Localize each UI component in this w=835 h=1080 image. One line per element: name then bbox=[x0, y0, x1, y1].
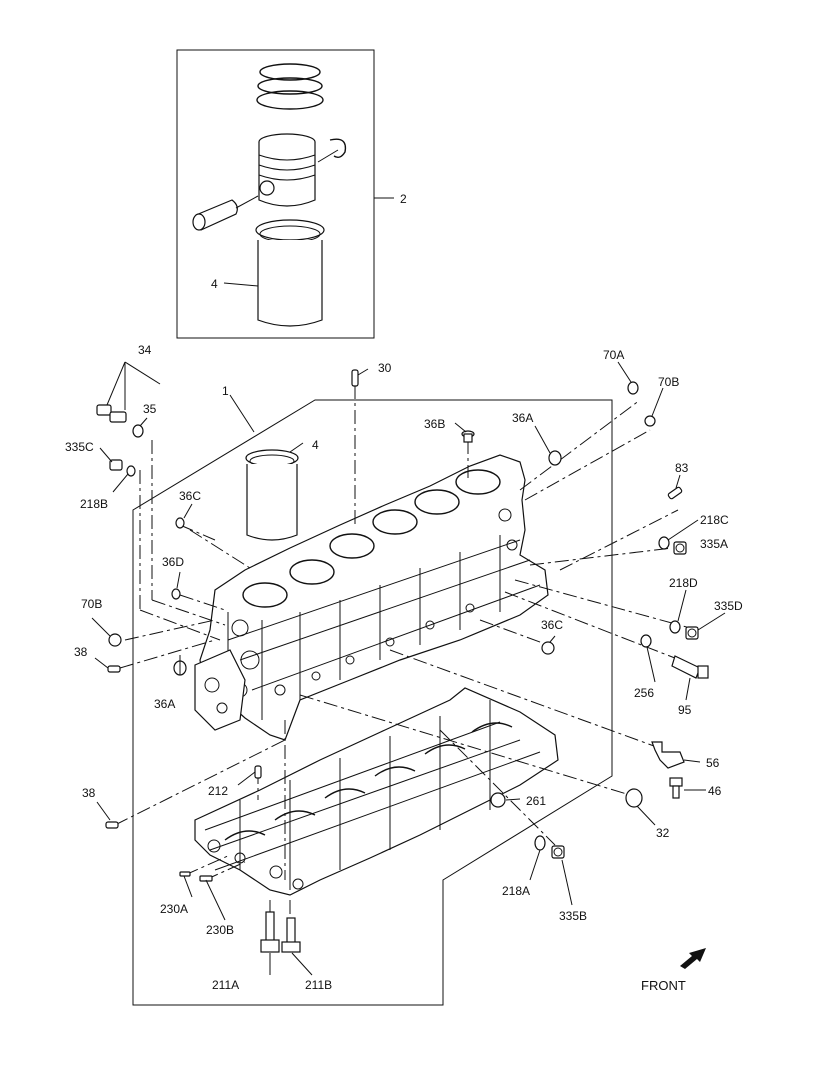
block-assembly-frame bbox=[132, 394, 613, 1006]
front-label: FRONT bbox=[641, 978, 686, 993]
o-ring-35 bbox=[132, 424, 144, 438]
label-230B: 230B bbox=[206, 923, 234, 937]
label-2: 2 bbox=[400, 192, 407, 206]
label-218C: 218C bbox=[700, 513, 729, 527]
pin-230A bbox=[179, 871, 191, 877]
assembly-lines bbox=[114, 385, 691, 925]
plug-36B bbox=[461, 430, 475, 443]
label-261: 261 bbox=[526, 794, 546, 808]
cylinder-liner-top bbox=[255, 219, 325, 327]
label-38-bottom: 38 bbox=[82, 786, 96, 800]
small-parts bbox=[96, 369, 709, 969]
fitting-34 bbox=[96, 404, 127, 423]
label-34: 34 bbox=[138, 343, 152, 357]
pin-83 bbox=[667, 486, 683, 500]
label-230A: 230A bbox=[160, 902, 188, 916]
label-70B-left: 70B bbox=[81, 597, 102, 611]
bracket-56 bbox=[651, 741, 685, 769]
sensor-95 bbox=[671, 655, 709, 679]
plug-36C-left bbox=[175, 517, 185, 529]
piston-kit-frame bbox=[176, 49, 375, 339]
cylinder-liner bbox=[245, 449, 299, 541]
label-211A: 211A bbox=[212, 978, 239, 992]
snap-ring bbox=[329, 138, 347, 159]
label-1: 1 bbox=[222, 384, 229, 398]
label-335B: 335B bbox=[559, 909, 587, 923]
label-36C-left: 36C bbox=[179, 489, 201, 503]
label-211B: 211B bbox=[305, 978, 332, 992]
label-56: 56 bbox=[706, 756, 720, 770]
crankcase bbox=[194, 687, 559, 896]
bolt-211B bbox=[281, 917, 301, 953]
piston bbox=[258, 133, 316, 207]
washer-218C bbox=[658, 536, 670, 550]
plug-261 bbox=[490, 792, 506, 808]
label-70B-right: 70B bbox=[658, 375, 679, 389]
plug-36A-top bbox=[548, 450, 562, 466]
bolt-211A bbox=[260, 911, 280, 953]
bolt-46 bbox=[669, 777, 683, 799]
label-212: 212 bbox=[208, 784, 228, 798]
label-335A: 335A bbox=[700, 537, 728, 551]
label-95: 95 bbox=[678, 703, 692, 717]
label-218B: 218B bbox=[80, 497, 108, 511]
label-36A-top: 36A bbox=[512, 411, 533, 425]
label-36B: 36B bbox=[424, 417, 445, 431]
washer-218A bbox=[534, 835, 546, 851]
label-36D: 36D bbox=[162, 555, 184, 569]
dowel-212 bbox=[254, 765, 262, 779]
plug-335A bbox=[673, 541, 687, 555]
front-arrow-icon bbox=[680, 948, 706, 969]
label-36A-left: 36A bbox=[154, 697, 175, 711]
leader-lines bbox=[91, 361, 726, 976]
piston-rings bbox=[256, 63, 324, 110]
label-4-mid: 4 bbox=[312, 438, 319, 452]
plug-36D bbox=[171, 588, 181, 600]
label-38-top: 38 bbox=[74, 645, 88, 659]
piston-pin bbox=[192, 199, 238, 231]
label-46: 46 bbox=[708, 784, 722, 798]
label-36C-right: 36C bbox=[541, 618, 563, 632]
plug-335D bbox=[685, 626, 699, 640]
label-30: 30 bbox=[378, 361, 392, 375]
label-70A: 70A bbox=[603, 348, 624, 362]
plug-335B bbox=[551, 845, 565, 859]
washer-218B bbox=[126, 465, 136, 477]
label-32: 32 bbox=[656, 826, 670, 840]
label-83: 83 bbox=[675, 461, 689, 475]
cylinder-bores bbox=[242, 469, 501, 608]
plug-32 bbox=[625, 788, 643, 808]
dowel-pin-30 bbox=[351, 369, 359, 387]
plug-70A bbox=[627, 381, 639, 395]
washer-256 bbox=[640, 634, 652, 648]
label-218A: 218A bbox=[502, 884, 530, 898]
label-218D: 218D bbox=[669, 576, 698, 590]
part-labels: 1 2 4 4 30 32 34 35 36A 36A 36B 36C 36C … bbox=[65, 192, 743, 993]
label-335C: 335C bbox=[65, 440, 94, 454]
pin-38-top bbox=[107, 665, 121, 673]
cylinder-block bbox=[194, 454, 549, 741]
label-256: 256 bbox=[634, 686, 654, 700]
washer-218D bbox=[669, 620, 681, 634]
label-335D: 335D bbox=[714, 599, 743, 613]
plug-70B-right bbox=[644, 415, 656, 427]
pin-38-bottom bbox=[105, 821, 119, 829]
bearing-saddles bbox=[224, 722, 513, 841]
label-35: 35 bbox=[143, 402, 157, 416]
plug-335C bbox=[109, 459, 123, 471]
piston-kit-group bbox=[176, 49, 394, 339]
label-4-top: 4 bbox=[211, 277, 218, 291]
plug-70B-left bbox=[108, 633, 122, 647]
plug-36C-right bbox=[541, 641, 555, 655]
